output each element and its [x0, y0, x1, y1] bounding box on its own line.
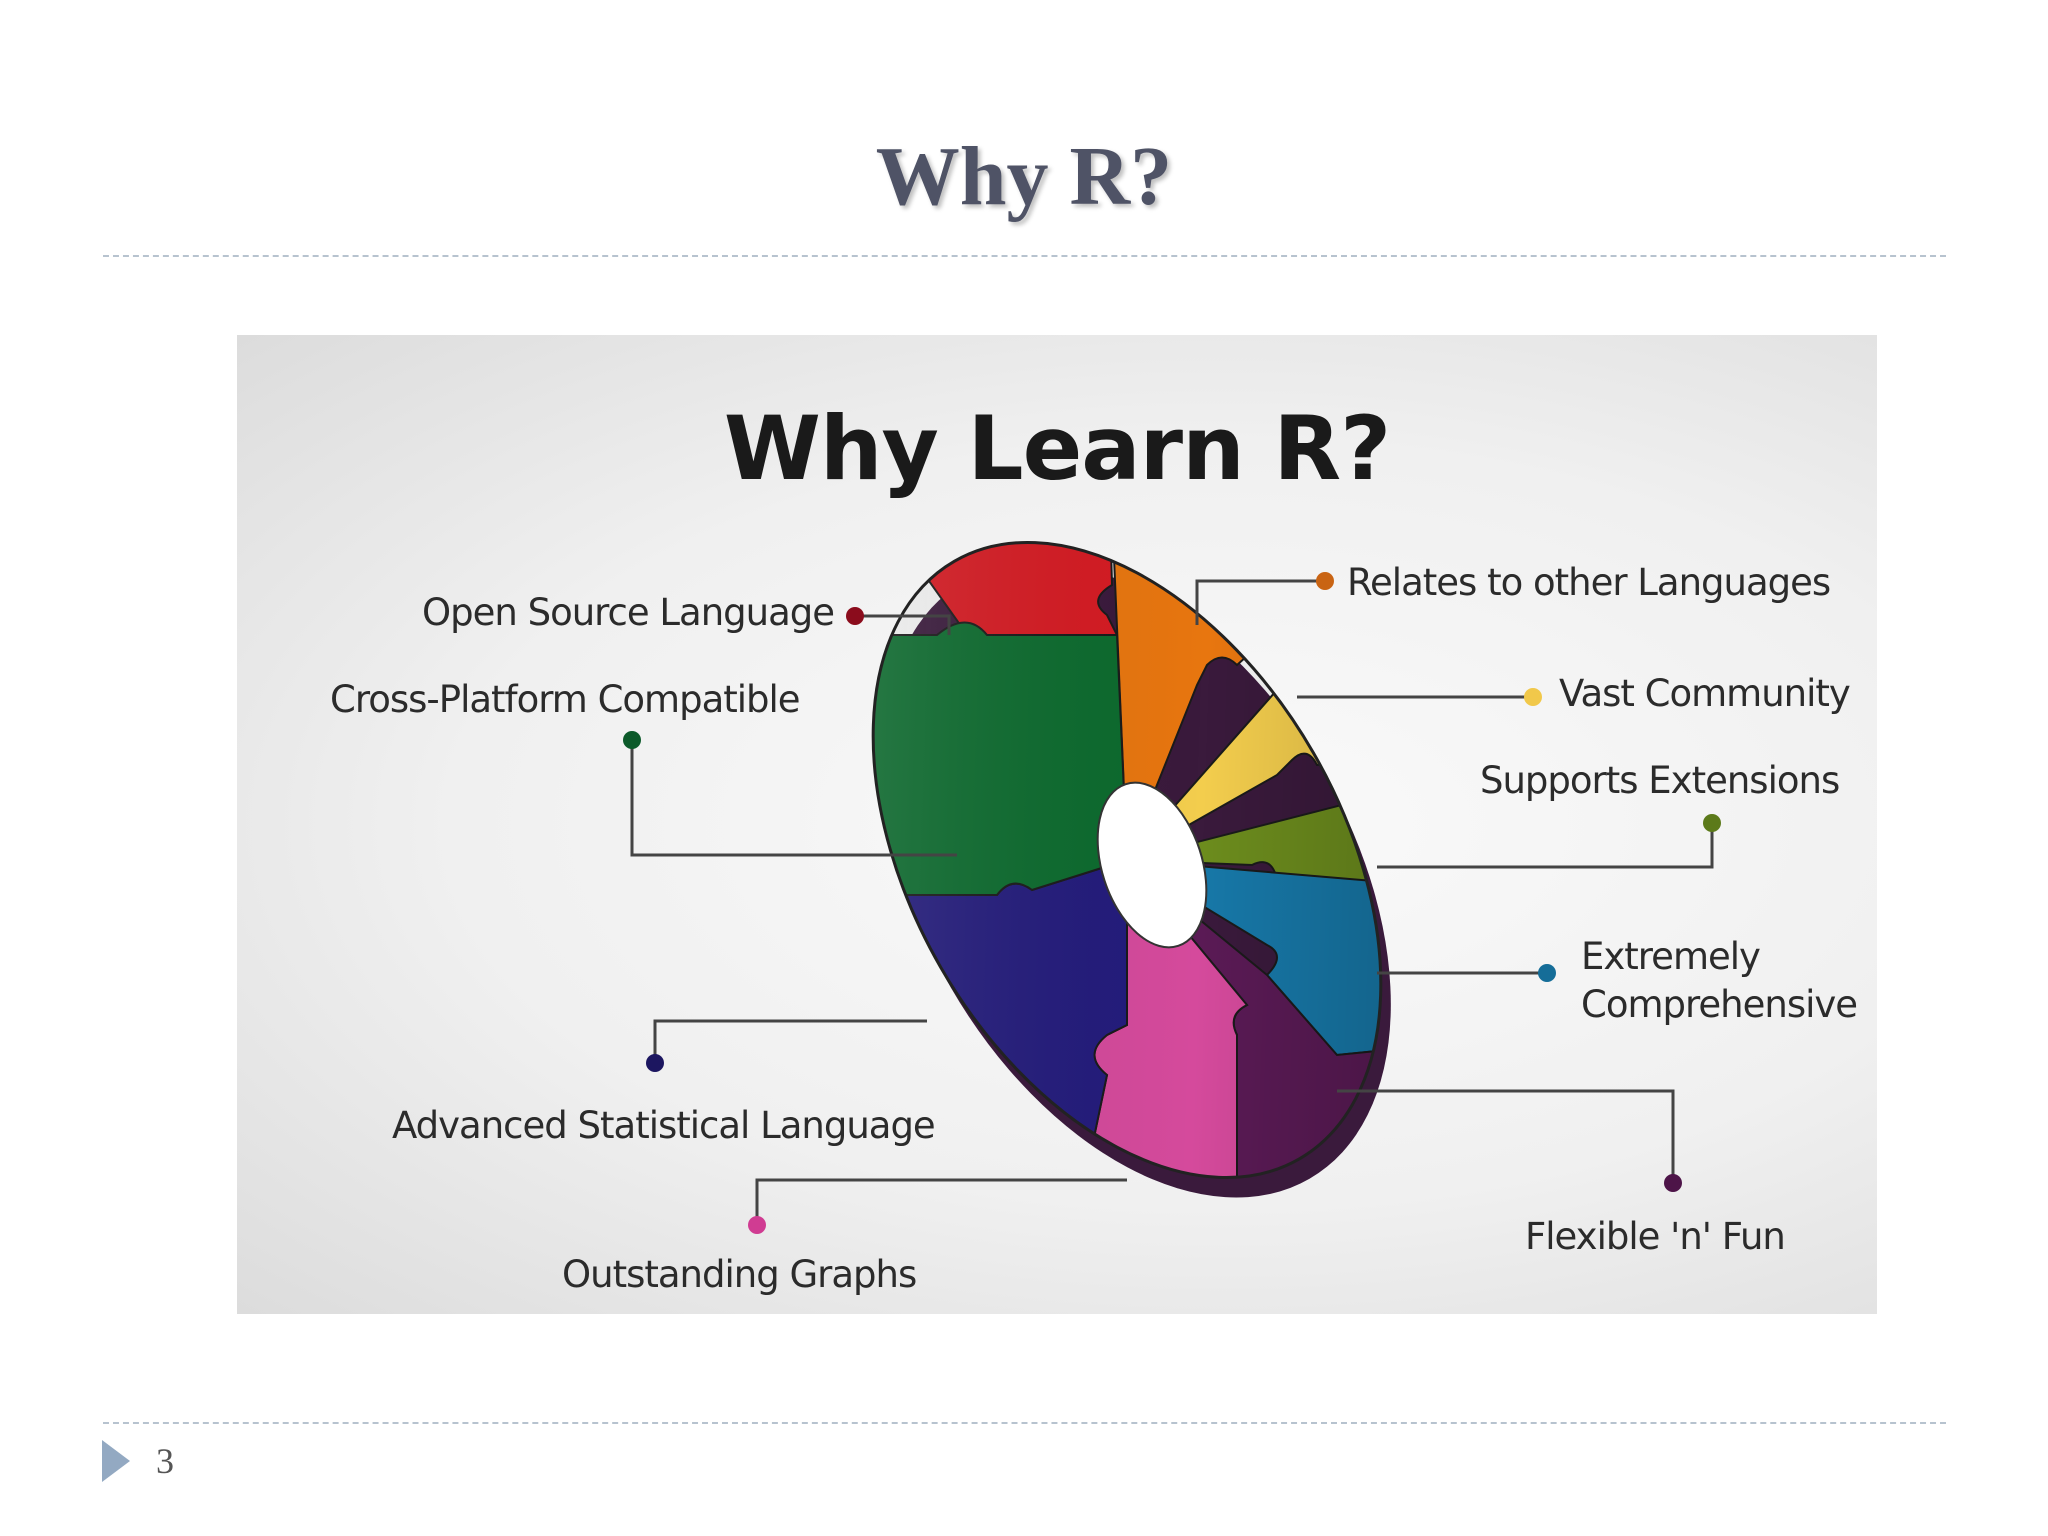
label-relates-languages: Relates to other Languages: [1347, 561, 1831, 604]
why-learn-r-figure: Why Learn R? Open Source Language Cross-…: [237, 335, 1877, 1314]
puzzle-ring-diagram: [623, 453, 1721, 1267]
leader-lines: [630, 579, 1714, 1222]
label-cross-platform: Cross-Platform Compatible: [330, 678, 801, 721]
page-number: 3: [156, 1441, 174, 1481]
label-supports-extensions: Supports Extensions: [1480, 759, 1840, 802]
label-flexible-fun: Flexible 'n' Fun: [1525, 1215, 1786, 1258]
label-outstanding-graphs: Outstanding Graphs: [562, 1253, 917, 1296]
label-extremely: Extremely: [1581, 935, 1761, 978]
title-divider: [103, 255, 1946, 257]
slide-title: Why R?: [875, 130, 1173, 223]
leader-dots: [623, 572, 1721, 1234]
triangle-bullet-icon: [102, 1440, 130, 1482]
figure-title: Why Learn R?: [723, 397, 1391, 500]
label-vast-community: Vast Community: [1559, 672, 1851, 715]
label-advanced-statistical: Advanced Statistical Language: [392, 1104, 936, 1147]
footer-divider: [103, 1422, 1946, 1424]
label-open-source: Open Source Language: [422, 591, 835, 634]
ring-hole: [1096, 781, 1208, 949]
label-comprehensive: Comprehensive: [1581, 983, 1858, 1026]
